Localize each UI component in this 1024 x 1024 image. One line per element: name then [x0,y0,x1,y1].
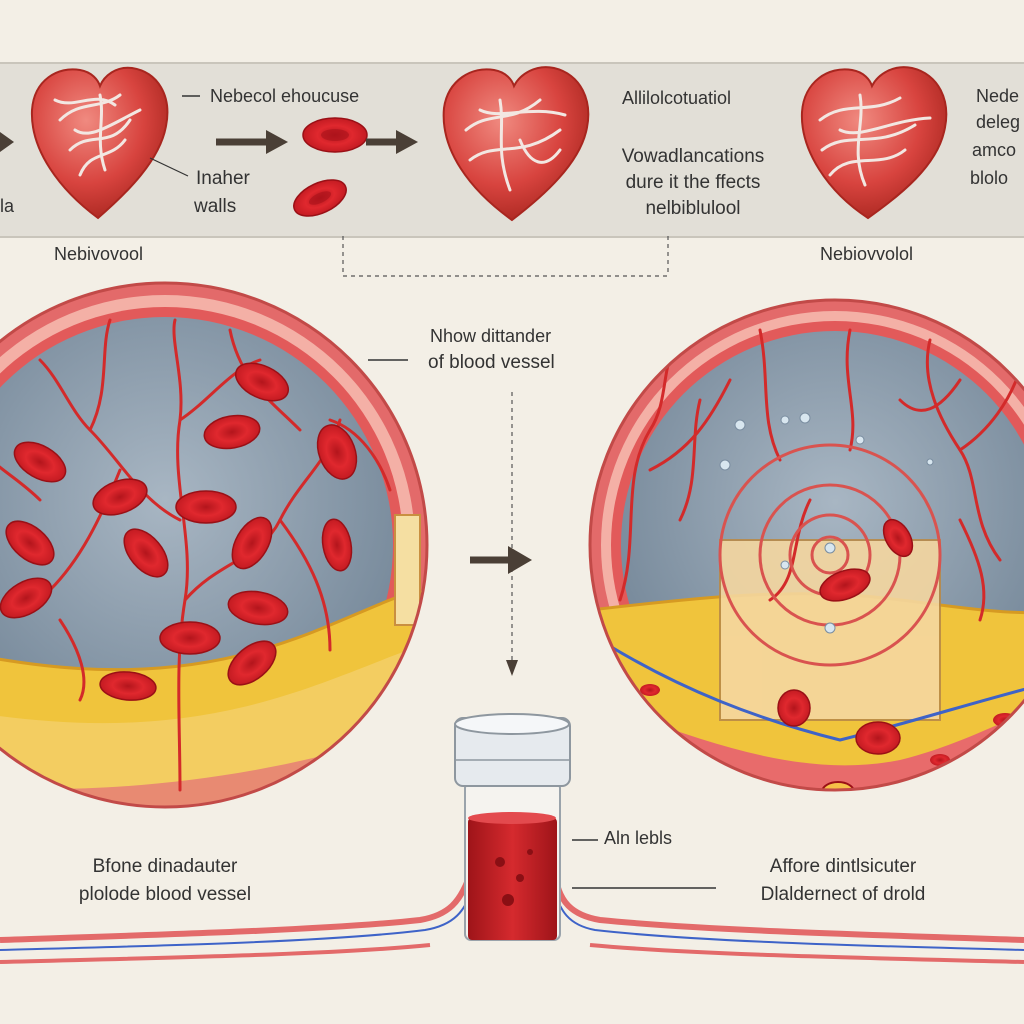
top-label-4-line2: dure it the ffects [625,172,761,193]
top-label-4-line1: Vowadlancations [621,146,765,167]
callout-line1: Nhow dittander [430,326,552,346]
top-label-3: Allilolcotuatiol [622,88,732,108]
top-label-2-line2: walls [194,196,237,217]
caption-right-line1: Affore dintlsicuter [769,856,917,877]
blood-vessel-strip [0,878,1024,964]
blood-sample-vial [454,713,571,941]
bubbles [719,412,934,634]
caption-left-line1: Bfone dinadauter [92,856,238,877]
arrow-right-icon [470,546,532,574]
top-label-1: Nebecol ehoucuse [210,86,360,106]
top-label-5-line1: Nede [976,86,1020,106]
red-blood-cell-icon [302,117,368,153]
arrow-right-icon [216,130,288,154]
top-label-5-line3: amco [972,140,1017,160]
heart-icon [800,66,948,220]
red-blood-cell-icon [293,179,347,217]
vial-label: Aln lebls [604,828,673,848]
red-blood-cells [640,518,1017,790]
vessel-after [588,298,1024,792]
top-label-2-line1: Inaher [196,168,250,189]
heading-left: Nebivovool [54,244,144,264]
arrow-left-edge [0,132,14,152]
vessel-before [0,281,429,809]
callout-line2: of blood vessel [428,352,555,373]
top-label-5-line2: deleg [976,112,1021,132]
arrow-down-icon [506,660,518,676]
dashed-connector [342,236,669,660]
heading-right: Nebiovvolol [820,244,914,264]
red-blood-cells [0,362,358,701]
arrow-right-icon [366,130,418,154]
caption-right-line2: Dlaldernect of drold [760,884,926,905]
top-label-4-line3: nelbiblulool [645,198,741,219]
caption-left-line2: plolode blood vessel [78,884,252,905]
edge-label: la [0,196,15,216]
heart-icon [30,66,189,220]
heart-icon [442,66,590,222]
top-label-5-line4: blolo [970,168,1009,188]
